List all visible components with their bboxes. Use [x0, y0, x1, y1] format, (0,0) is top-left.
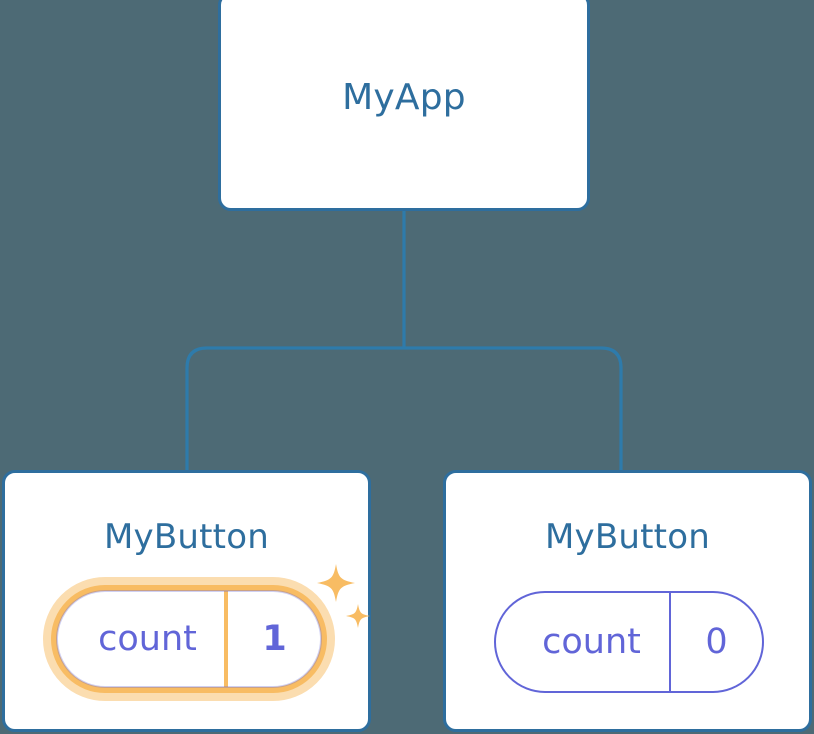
prop-key-label: count: [98, 619, 197, 659]
prop-value-label: 0: [669, 593, 762, 691]
node-mybutton-left-title: MyButton: [104, 517, 269, 557]
prop-pill-body: count 1: [51, 585, 327, 693]
prop-pill-plain[interactable]: count 0: [494, 591, 764, 693]
prop-key-label: count: [542, 622, 641, 662]
node-mybutton-right-title: MyButton: [545, 517, 710, 557]
prop-pill-glow-ring: [43, 577, 335, 701]
node-mybutton-right[interactable]: MyButton count 0: [443, 470, 812, 732]
node-myapp[interactable]: MyApp: [218, 0, 590, 211]
node-mybutton-left[interactable]: MyButton count 1: [2, 470, 371, 732]
connector-branches: [185, 346, 623, 472]
prop-value-label: 1: [224, 591, 321, 687]
prop-pill-highlighted[interactable]: count 1: [43, 577, 335, 701]
node-myapp-title: MyApp: [342, 77, 466, 118]
